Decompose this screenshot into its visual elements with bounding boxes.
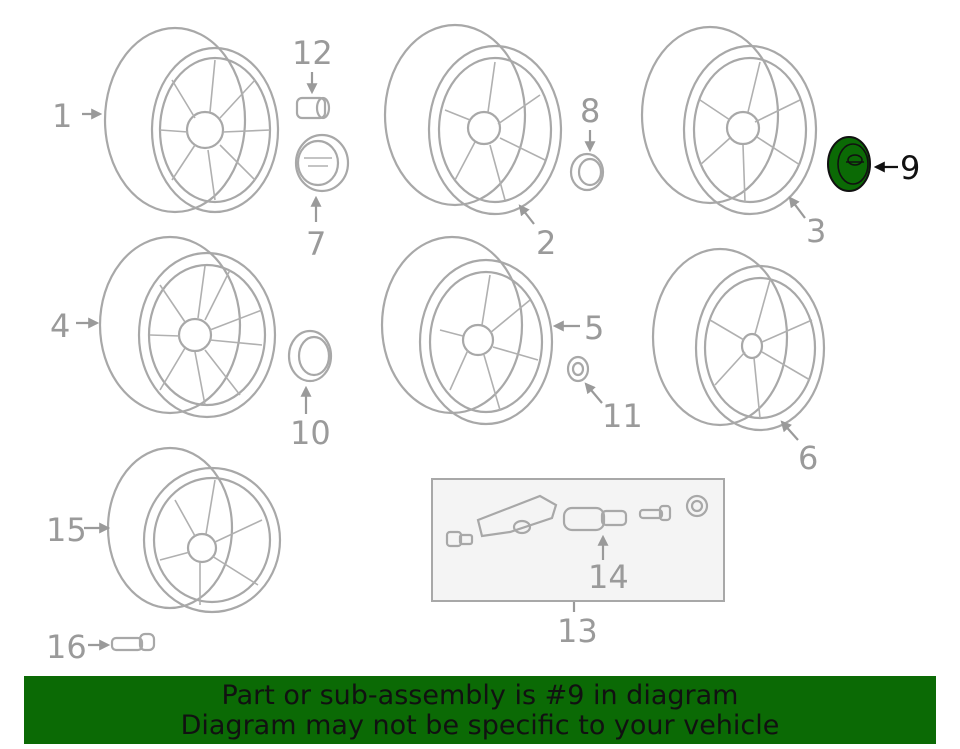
wheel-2[interactable] [383,23,563,216]
wheel-4[interactable] [98,235,277,419]
center-cap-8[interactable] [569,152,605,192]
callout-6[interactable]: 6 [798,439,818,477]
callout-11[interactable]: 11 [602,397,643,435]
wheel-3[interactable] [640,25,818,216]
valve-stem-16[interactable] [110,632,156,652]
callout-1[interactable]: 1 [52,97,72,135]
callout-8[interactable]: 8 [580,92,600,130]
arrow-3 [788,196,806,219]
arrow-11 [584,382,603,404]
callout-13[interactable]: 13 [557,612,598,650]
arrow-2 [518,204,535,225]
wheel-1[interactable] [103,26,280,214]
callout-2[interactable]: 2 [536,224,556,262]
wheel-15[interactable] [106,446,282,614]
banner-line-part: Part or sub-assembly is #9 in diagram [221,680,739,711]
callout-4[interactable]: 4 [50,307,70,345]
wheel-5[interactable] [380,235,554,426]
tpms-kit-13[interactable] [431,478,725,602]
callout-16[interactable]: 16 [46,628,87,666]
callout-15[interactable]: 15 [46,511,87,549]
arrow-6 [780,420,799,441]
center-cap-7[interactable] [294,133,350,193]
center-cap-9[interactable] [827,136,871,192]
callout-10[interactable]: 10 [290,414,331,452]
banner-line-disclaimer: Diagram may not be specific to your vehi… [180,710,780,741]
callout-9[interactable]: 9 [900,149,920,187]
callout-12[interactable]: 12 [292,34,333,72]
callout-14[interactable]: 14 [588,558,629,596]
callout-3[interactable]: 3 [806,212,826,250]
callout-5[interactable]: 5 [584,309,604,347]
lug-nut-12[interactable] [295,96,331,120]
wheel-6[interactable] [651,247,826,432]
center-cap-10[interactable] [287,329,333,383]
info-banner: Part or sub-assembly is #9 in diagram Di… [24,676,936,744]
parts-diagram: 1 12 7 2 8 3 [46,23,920,666]
lug-nut-11[interactable] [566,355,590,383]
callout-7[interactable]: 7 [306,225,326,263]
